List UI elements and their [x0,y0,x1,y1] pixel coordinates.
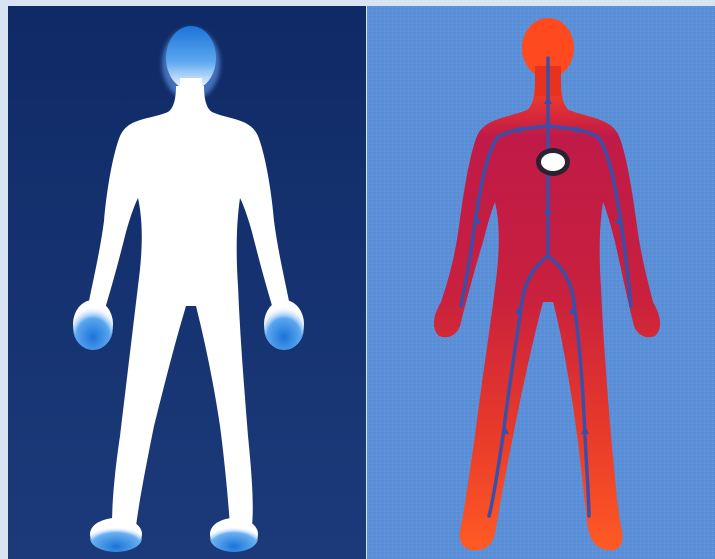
left-hand [73,306,113,350]
cold-body-figure [8,6,366,559]
warm-body-panel [367,6,715,559]
neck [180,78,202,108]
right-hand [264,306,304,350]
left-foot [90,524,142,552]
cold-body-panel [8,6,366,559]
right-foot [210,524,258,552]
heart-icon [536,148,570,176]
warm-body-figure [367,6,715,559]
